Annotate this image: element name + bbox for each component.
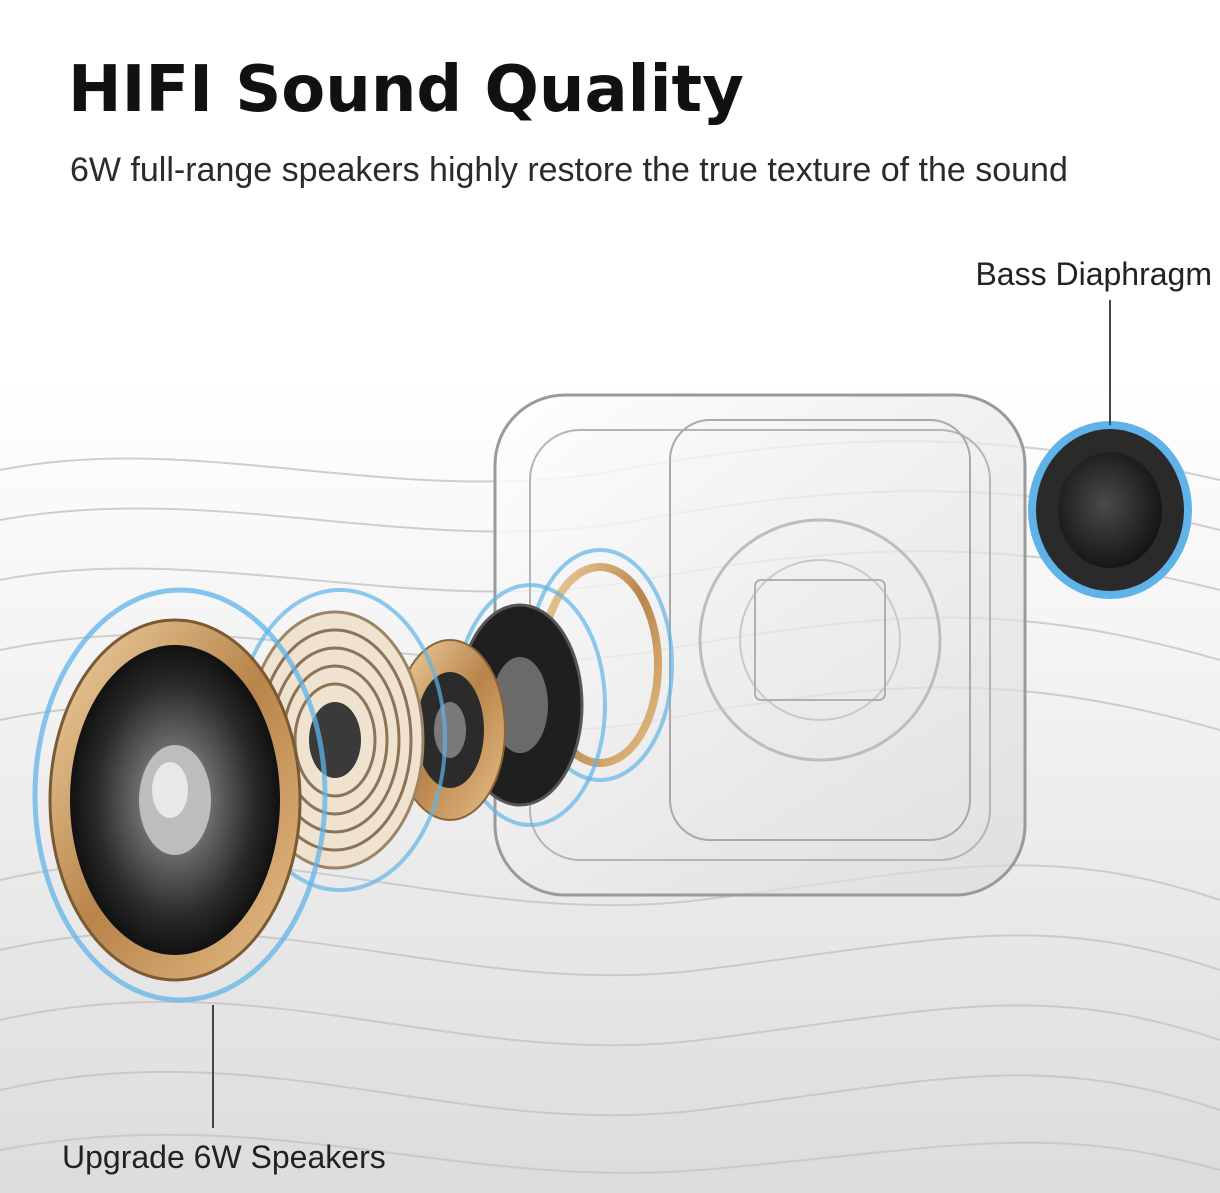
front-speaker-driver (32, 587, 328, 1003)
subheadline: 6W full-range speakers highly restore th… (70, 151, 1068, 189)
speakers-label: Upgrade 6W Speakers (62, 1139, 386, 1175)
bass-diaphragm (1028, 421, 1192, 599)
bass-diaphragm-label: Bass Diaphragm (975, 256, 1212, 292)
transparent-enclosure (493, 393, 1027, 897)
headline: HIFI Sound Quality (68, 53, 744, 127)
